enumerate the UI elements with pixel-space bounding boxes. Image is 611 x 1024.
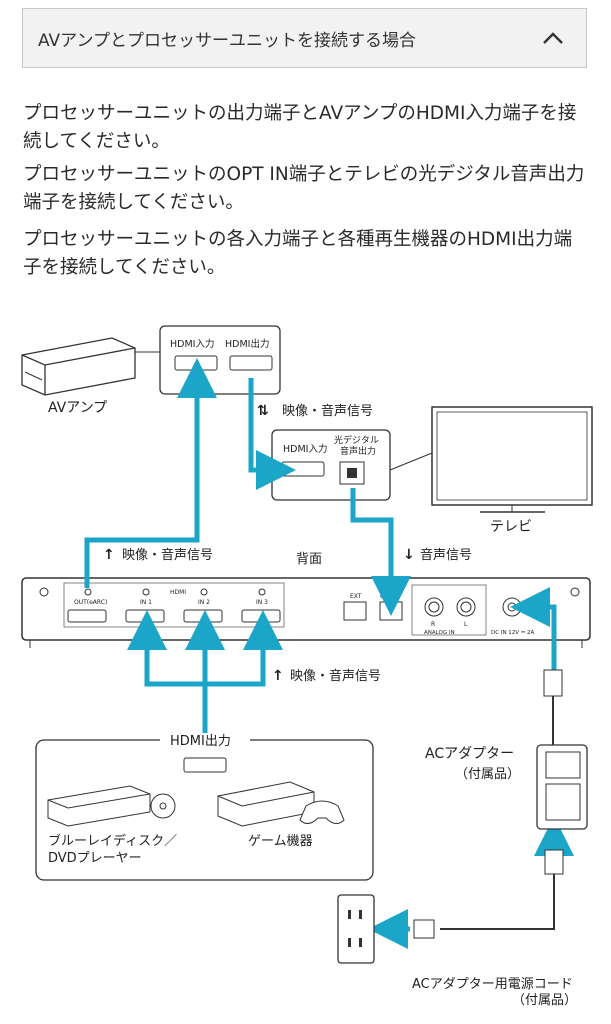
instruction-2: プロセッサーユニットのOPT IN端子とテレビの光デジタル音声出力端子を接続して…	[23, 164, 585, 213]
tv-opt-label-2: 音声出力	[340, 445, 376, 457]
port-r-label: R	[431, 621, 435, 628]
game-console-icon	[217, 781, 345, 827]
signal-label-opt: 音声信号	[420, 547, 472, 563]
bluray-player-icon	[47, 785, 176, 827]
amp-hdmi-in-label: HDMI入力	[170, 338, 214, 350]
optical-cable-tv-to-unit	[350, 488, 411, 616]
svg-text:↑: ↑	[103, 547, 115, 563]
av-amp-label: AVアンプ	[48, 400, 107, 416]
svg-text:⇅: ⇅	[257, 403, 269, 419]
port-hdmi-label: HDMI	[170, 589, 186, 596]
port-in1-label: IN 1	[140, 599, 152, 606]
port-in2-label: IN 2	[198, 599, 210, 606]
power-plug-icon	[413, 849, 564, 939]
tv-opt-label-1: 光デジタル	[334, 434, 379, 446]
dc-cable-adapter-to-unit	[510, 587, 574, 870]
ac-adapter-label-2: （付属品）	[455, 767, 520, 782]
port-analog-in-label: ANALOG IN	[424, 630, 455, 636]
instruction-1: プロセッサーユニットの出力端子とAVアンプのHDMI入力端子を接続してください。	[23, 103, 577, 152]
port-out-label: OUT(eARC)	[74, 599, 107, 606]
power-cord-label-2: （付属品）	[512, 993, 577, 1008]
ac-adapter-icon	[536, 669, 588, 830]
tv-label: テレビ	[490, 519, 532, 535]
port-dc-label: DC IN 12V ⎓ 2A	[491, 630, 534, 636]
tv-hdmi-in-label: HDMI入力	[283, 443, 327, 455]
signal-label-amp-tv: 映像・音声信号	[282, 403, 373, 419]
hdmi-cables-players-to-unit	[127, 610, 283, 740]
accordion-title: AVアンプとプロセッサーユニットを接続する場合	[38, 30, 416, 51]
port-ext-label: EXT	[350, 593, 362, 600]
signal-label-in: 映像・音声信号	[290, 668, 381, 684]
wall-outlet-icon	[337, 894, 375, 964]
accordion-header[interactable]: AVアンプとプロセッサーユニットを接続する場合	[22, 8, 587, 68]
signal-label-out: 映像・音声信号	[122, 547, 213, 563]
instruction-3: プロセッサーユニットの各入力端子と各種再生機器のHDMI出力端子を接続してくださ…	[23, 229, 573, 278]
players-hdmi-out-label: HDMI出力	[170, 734, 231, 749]
svg-text:↓: ↓	[403, 547, 415, 563]
game-label: ゲーム機器	[248, 834, 313, 849]
rear-panel-label: 背面	[296, 552, 322, 567]
svg-text:↑: ↑	[272, 668, 284, 684]
amp-hdmi-out-label: HDMI出力	[225, 338, 269, 350]
connection-diagram: AVアンプ HDMI入力 HDMI出力 テレビ HDMI入力 光デジタル 音声出…	[21, 325, 593, 1008]
ac-adapter-label-1: ACアダプター	[425, 746, 514, 762]
bluray-label-1: ブルーレイディスク／	[48, 833, 177, 849]
av-amp-icon	[21, 337, 160, 396]
bluray-label-2: DVDプレーヤー	[48, 851, 142, 866]
hdmi-cable-amp-to-tv	[248, 378, 296, 490]
tv-icon	[431, 406, 593, 506]
port-l-label: L	[464, 621, 468, 628]
power-cord-label-1: ACアダプター用電源コード	[412, 977, 573, 992]
chevron-up-icon[interactable]	[540, 25, 566, 51]
hdmi-cable-out-to-amp	[84, 358, 217, 588]
port-in3-label: IN 3	[256, 599, 268, 606]
